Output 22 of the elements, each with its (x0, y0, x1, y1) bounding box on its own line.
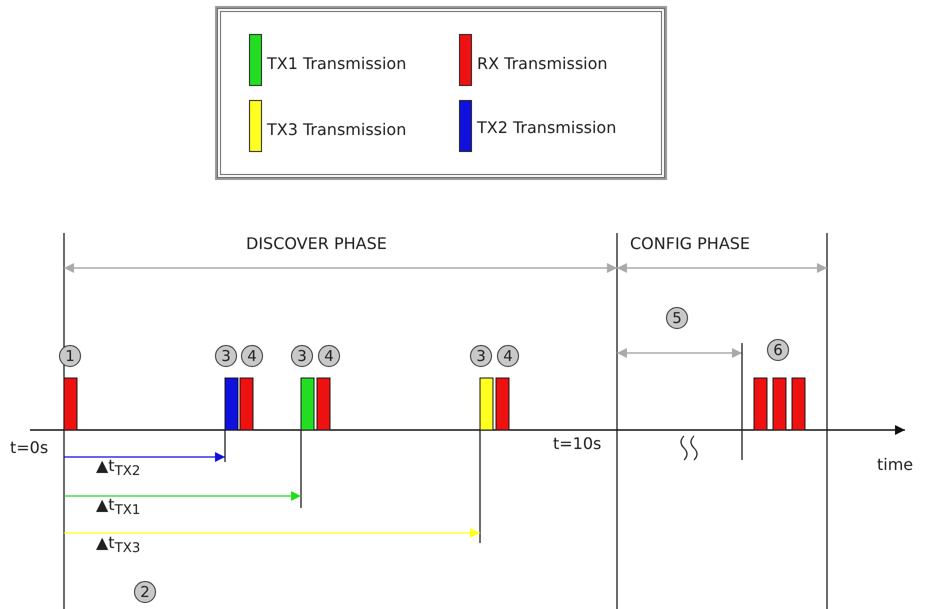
callout-number: 3 (215, 345, 237, 367)
legend-label: TX3 Transmission (267, 122, 406, 138)
axis-label: time (877, 457, 914, 473)
legend-label: RX Transmission (477, 56, 608, 72)
callout-number: 4 (497, 345, 519, 367)
interval-label: ▲t$_{TX3}$ (96, 535, 140, 556)
callout-number: 4 (318, 345, 340, 367)
time-label: t=0s (10, 440, 48, 456)
callout-number: 2 (134, 581, 156, 603)
legend-label: TX1 Transmission (267, 56, 406, 72)
time-label: t=10s (553, 436, 602, 452)
phase-label: DISCOVER PHASE (246, 236, 387, 252)
phase-label: CONFIG PHASE (630, 236, 750, 252)
callout-number: 3 (291, 345, 313, 367)
callout-number: 3 (470, 345, 492, 367)
callout-number: 4 (241, 345, 263, 367)
callout-number: 1 (59, 345, 81, 367)
legend-label: TX2 Transmission (477, 120, 616, 136)
interval-label: ▲t$_{TX2}$ (96, 458, 140, 479)
callout-number: 6 (767, 339, 789, 361)
interval-label: ▲t$_{TX1}$ (96, 497, 140, 518)
callout-number: 5 (666, 307, 688, 329)
